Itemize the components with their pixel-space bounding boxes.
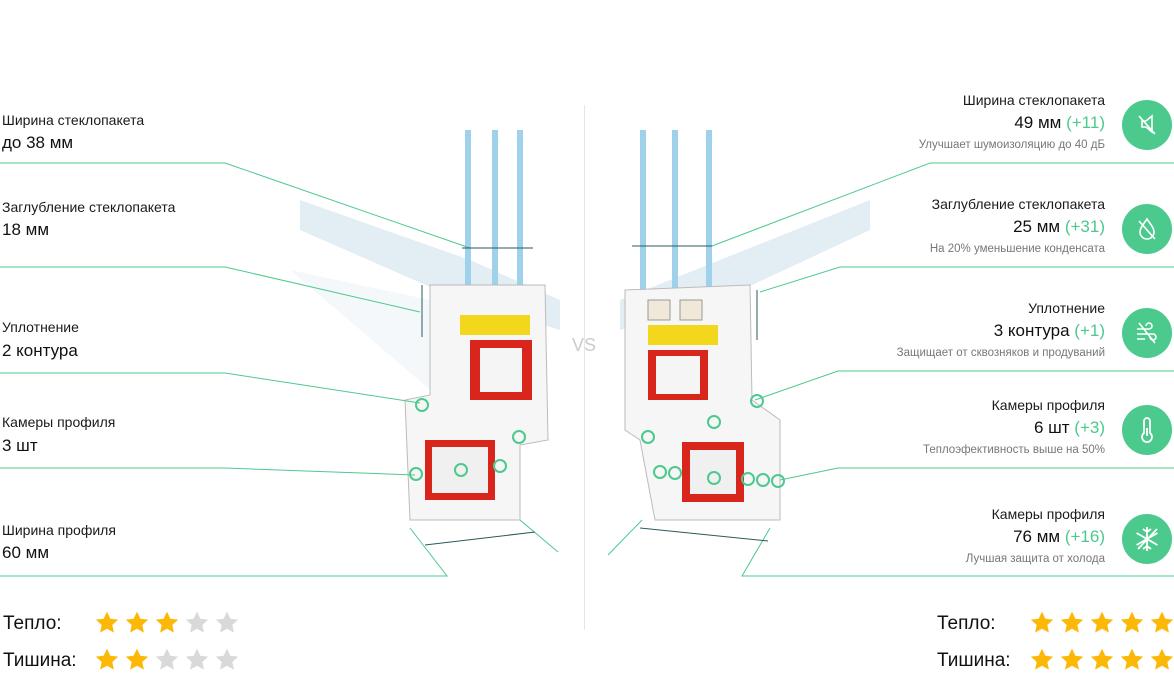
star-filled-icon (1150, 611, 1174, 633)
right-window-profile (620, 130, 870, 521)
star-filled-icon (1120, 648, 1144, 670)
star-filled-icon (1090, 648, 1114, 670)
right-rating-warmth-stars (1029, 610, 1174, 636)
spec-value: 3 контура (+1) (994, 321, 1105, 341)
spec-delta: (+31) (1064, 217, 1105, 236)
spec-value: 76 мм (+16) (1013, 527, 1105, 547)
spec-value-text: 76 мм (1013, 527, 1061, 546)
spec-value: 18 мм (2, 220, 50, 239)
star-filled-icon (155, 611, 179, 633)
star-filled-icon (1030, 648, 1054, 670)
divider (584, 105, 585, 630)
star-empty-icon (155, 648, 179, 670)
left-rating-warmth-stars (94, 610, 240, 636)
star-filled-icon (1120, 611, 1144, 633)
mute-icon (1122, 100, 1172, 150)
star-filled-icon (1090, 611, 1114, 633)
left-rating-warmth-label: Тепло: (3, 613, 62, 634)
spec-value-text: 6 шт (1033, 418, 1070, 437)
spec-label: Камеры профиля (2, 414, 116, 430)
spec-label: Ширина стеклопакета (962, 92, 1105, 108)
spec-label: Ширина стеклопакета (2, 112, 145, 128)
star-empty-icon (185, 648, 209, 670)
star-empty-icon (215, 611, 239, 633)
spec-value: 25 мм (+31) (1013, 217, 1105, 237)
star-filled-icon (95, 648, 119, 670)
spec-note: Защищает от сквозняков и продуваний (896, 347, 1105, 359)
spec-delta: (+3) (1074, 418, 1105, 437)
spec-value: 60 мм (2, 543, 50, 562)
spec-label: Заглубление стеклопакета (2, 199, 176, 215)
spec-label: Камеры профиля (991, 397, 1105, 413)
pointer-lines (0, 162, 1174, 577)
star-empty-icon (185, 611, 209, 633)
star-filled-icon (125, 611, 149, 633)
spec-value-text: 25 мм (1013, 217, 1061, 236)
spec-value: 6 шт (+3) (1034, 418, 1105, 438)
vs-label: VS (572, 335, 597, 355)
spec-value: до 38 мм (2, 133, 74, 152)
left-window-profile (290, 130, 560, 521)
left-rating-silence-label: Тишина: (3, 650, 77, 671)
star-filled-icon (95, 611, 119, 633)
right-rating-silence-stars (1029, 647, 1174, 673)
spec-label: Камеры профиля (991, 506, 1105, 522)
spec-value: 49 мм (+11) (1014, 113, 1105, 133)
no-drop-icon (1122, 204, 1172, 254)
spec-note: Лучшая защита от холода (965, 553, 1105, 565)
spec-note: Улучшает шумоизоляцию до 40 дБ (918, 139, 1105, 151)
star-filled-icon (1060, 611, 1084, 633)
star-filled-icon (1060, 648, 1084, 670)
spec-note: На 20% уменьшение конденсата (929, 243, 1105, 255)
star-filled-icon (125, 648, 149, 670)
spec-label: Ширина профиля (2, 522, 116, 538)
spec-label: Уплотнение (1028, 300, 1105, 316)
right-rating-warmth-label: Тепло: (937, 613, 996, 634)
spec-note: Теплоэфективность выше на 50% (922, 444, 1105, 456)
star-filled-icon (1030, 611, 1054, 633)
star-filled-icon (1150, 648, 1174, 670)
spec-label: Уплотнение (2, 319, 79, 335)
left-rating-silence-stars (94, 647, 240, 673)
right-rating-silence-label: Тишина: (937, 650, 1011, 671)
spec-value: 2 контура (2, 341, 78, 360)
spec-value-text: 3 контура (993, 321, 1070, 340)
star-empty-icon (215, 648, 239, 670)
spec-delta: (+16) (1064, 527, 1105, 546)
spec-label: Заглубление стеклопакета (931, 196, 1105, 212)
spec-value-text: 49 мм (1014, 113, 1062, 132)
thermometer-icon (1122, 405, 1172, 455)
no-wind-icon (1122, 308, 1172, 358)
snowflake-icon (1122, 514, 1172, 564)
spec-delta: (+11) (1066, 113, 1105, 132)
spec-delta: (+1) (1074, 321, 1105, 340)
spec-value: 3 шт (2, 436, 38, 455)
